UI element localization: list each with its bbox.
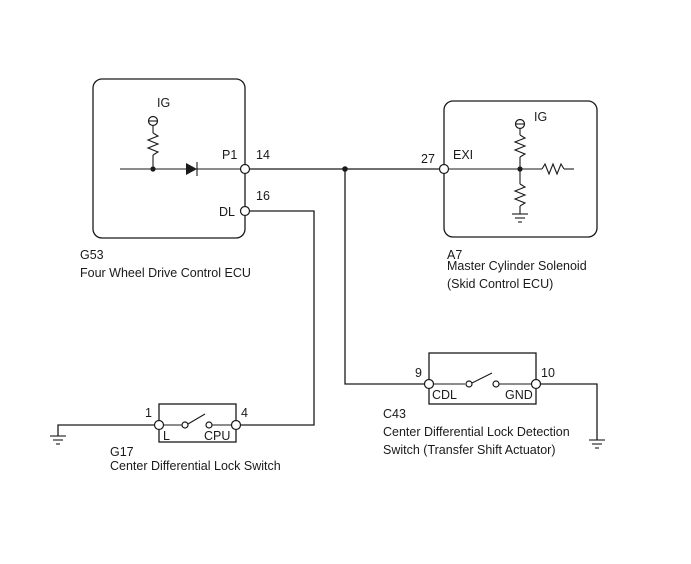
ecu-box — [92, 78, 246, 239]
detect-code: C43 — [383, 407, 406, 421]
lock-l-pin: 1 — [145, 406, 152, 420]
solenoid-name-line1: Master Cylinder Solenoid — [447, 259, 587, 273]
lock-switch-blade — [187, 413, 206, 425]
ecu-dl-terminal — [239, 205, 251, 217]
ecu-diode — [186, 163, 197, 175]
lock-cpu-terminal — [230, 419, 242, 431]
solenoid-name-line2: (Skid Control ECU) — [447, 277, 553, 291]
detect-switch-blade — [471, 372, 493, 384]
lock-cpu-pin: 4 — [241, 406, 248, 420]
detect-contact-left — [465, 380, 473, 388]
lock-l-terminal — [153, 419, 165, 431]
wire-l-to-ground — [57, 424, 154, 436]
solenoid-exi-label: EXI — [453, 148, 473, 162]
detect-switch-c43: 9 CDL GND 10 — [415, 352, 555, 405]
ecu-p1-label: P1 — [222, 148, 237, 162]
wire-gnd-to-ground — [541, 383, 598, 440]
ecu-p1-terminal — [239, 163, 251, 175]
ecu-dl-pin: 16 — [256, 189, 270, 203]
lock-contact-left — [181, 421, 189, 429]
solenoid-lower-resistor — [513, 183, 527, 207]
ecu-p1-pin: 14 — [256, 148, 270, 162]
detect-cdl-label: CDL — [432, 388, 457, 402]
wire-dl-to-cpu — [240, 210, 315, 426]
lock-switch-g17: 1 L CPU 4 — [145, 403, 248, 443]
ecu-pullup-resistor — [146, 132, 160, 156]
lock-l-label: L — [163, 429, 170, 443]
ecu-g53: IG P1 14 DL 16 — [92, 78, 270, 239]
detect-cdl-terminal — [423, 378, 435, 390]
ecu-name: Four Wheel Drive Control ECU — [80, 266, 251, 280]
lock-cpu-label: CPU — [204, 429, 230, 443]
solenoid-a7: IG EXI 27 — [421, 100, 598, 238]
wire-splice-to-cdl — [344, 169, 424, 385]
solenoid-exi-pin: 27 — [421, 152, 435, 166]
solenoid-upper-resistor — [513, 134, 527, 158]
detect-gnd-terminal — [530, 378, 542, 390]
detect-switch-box — [428, 352, 537, 405]
detect-gnd-pin: 10 — [541, 366, 555, 380]
ecu-ig-label: IG — [157, 96, 170, 110]
detect-gnd-label: GND — [505, 388, 533, 402]
ecu-dl-label: DL — [219, 205, 235, 219]
solenoid-ig-label: IG — [534, 110, 547, 124]
detect-name-line2: Switch (Transfer Shift Actuator) — [383, 443, 556, 457]
solenoid-exi-terminal — [438, 163, 450, 175]
lock-ground-icon — [50, 435, 66, 445]
lock-code: G17 — [110, 445, 134, 459]
detect-contact-right — [492, 380, 500, 388]
ecu-code: G53 — [80, 248, 104, 262]
lock-contact-right — [205, 421, 213, 429]
detect-cdl-pin: 9 — [415, 366, 422, 380]
detect-ground-icon — [589, 439, 605, 449]
lock-name: Center Differential Lock Switch — [110, 459, 281, 473]
solenoid-series-resistor — [541, 162, 565, 176]
solenoid-code: A7 — [447, 248, 462, 262]
detect-name-line1: Center Differential Lock Detection — [383, 425, 570, 439]
